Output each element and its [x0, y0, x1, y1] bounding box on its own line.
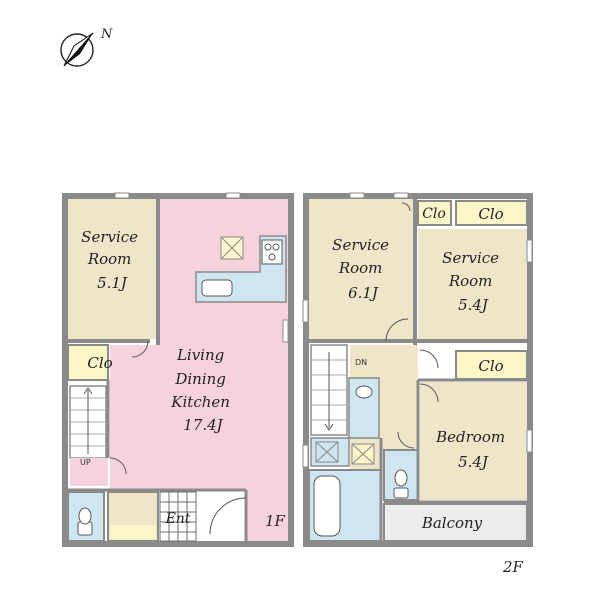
closet-1f — [67, 344, 109, 381]
washer-space — [315, 441, 339, 463]
kitchen-counter — [195, 235, 287, 303]
floor-2f: Service Room 6.1J Service Room 5.4J Clo … — [302, 192, 533, 547]
stairs-1f — [69, 385, 107, 459]
entrance-tiles — [159, 491, 197, 542]
floor-tag-2f: 2F — [503, 558, 523, 576]
toilet-icon — [77, 507, 93, 536]
refrigerator-space — [220, 236, 244, 260]
stove-icon — [261, 239, 283, 265]
label-closet-1f: Clo — [87, 354, 112, 372]
label-entrance: Ent — [165, 511, 191, 527]
toilet-icon — [393, 469, 409, 499]
label-closet-2f-top: Clo — [478, 205, 503, 223]
room-service-2f-a — [309, 199, 415, 339]
label-down: DN — [355, 358, 367, 367]
room-service-1f — [68, 199, 158, 339]
balcony — [383, 503, 528, 542]
label-closet-2f-small: Clo — [422, 206, 446, 222]
closet-2f-top — [455, 200, 528, 226]
floor-1f: Service Room 5.1J Clo Living Dining Kitc… — [62, 192, 294, 547]
bathtub-icon — [313, 475, 341, 537]
label-bedroom: Bedroom 5.4J — [435, 428, 510, 471]
washbasin-icon — [355, 385, 373, 399]
label-service-room-2f-b: Service Room 5.4J — [442, 249, 504, 314]
label-service-room-1f: Service Room 5.1J — [81, 228, 143, 292]
storage-space — [351, 443, 375, 465]
compass-icon: N — [60, 27, 113, 67]
floor-tag-1f: 1F — [265, 512, 285, 530]
sink-icon — [201, 279, 233, 297]
closet-2f-small — [417, 200, 452, 226]
label-service-room-2f-a: Service Room 6.1J — [332, 236, 394, 302]
room-service-2f-b — [418, 229, 527, 339]
label-balcony: Balcony — [421, 514, 483, 532]
stairs-2f — [310, 344, 348, 436]
label-up: UP — [80, 458, 91, 467]
label-ldk: Living Dining Kitchen 17.4J — [170, 346, 234, 434]
label-closet-2f-bed: Clo — [478, 357, 503, 375]
compass-north-label: N — [100, 27, 113, 42]
